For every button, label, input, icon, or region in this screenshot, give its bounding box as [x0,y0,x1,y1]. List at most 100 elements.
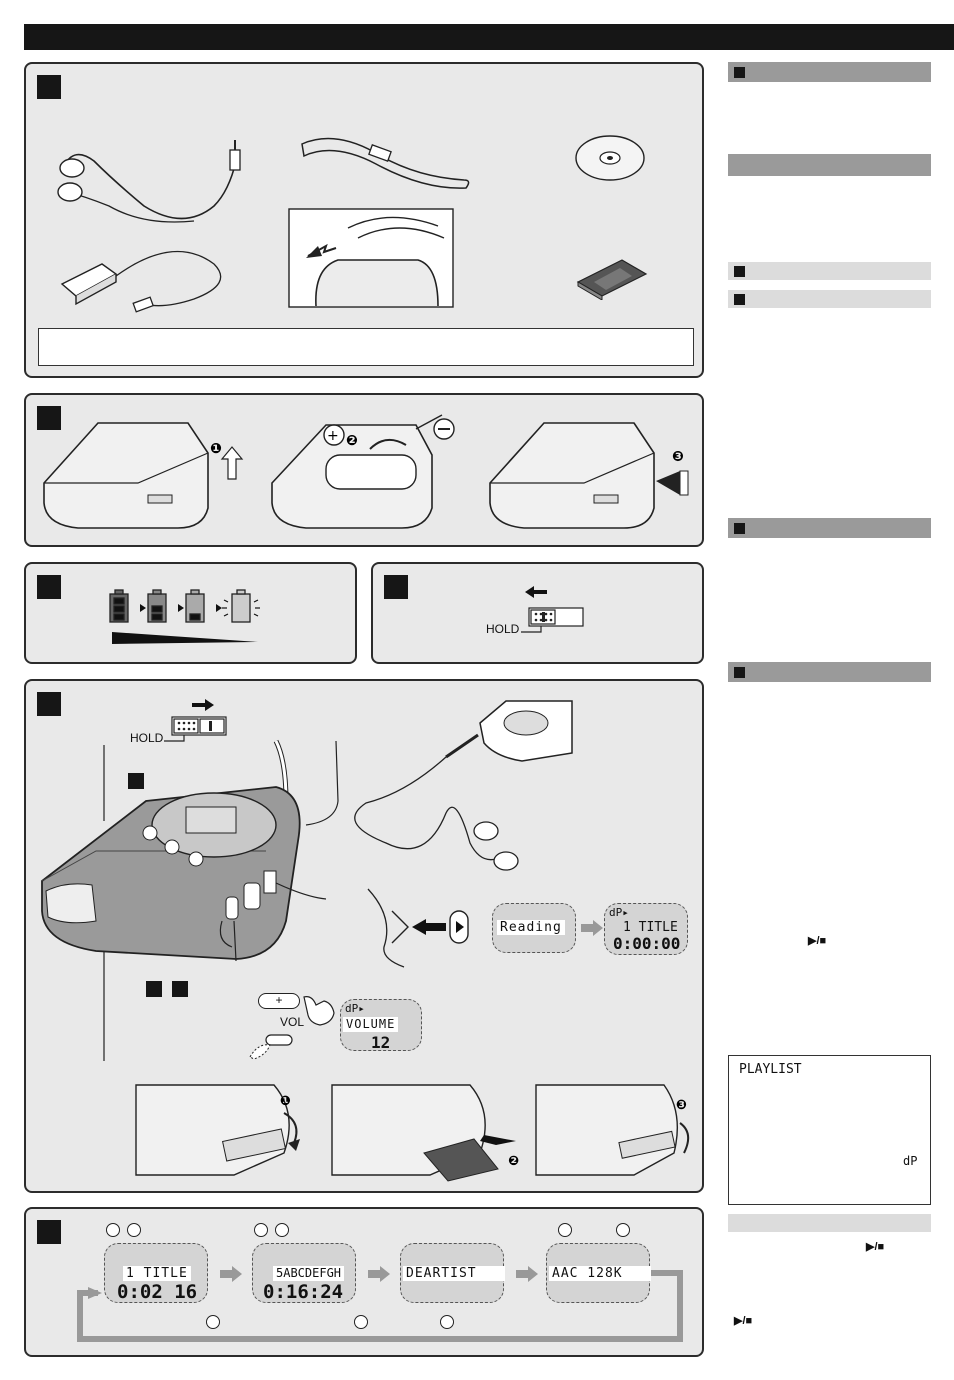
player-closed-illustration: ❶ [43,422,244,529]
callout-marker [146,981,162,997]
hold-switch[interactable] [162,713,228,743]
playlist-icon: dP [903,1154,918,1168]
lcd-sequence-3: DEARTIST [400,1243,505,1303]
lcd-seq-4-line: AAC 128K [549,1266,651,1281]
svg-text:+: + [327,428,339,444]
play-button-illustration [367,888,469,968]
step-1-marker: ❶ [280,1094,291,1109]
lcd-seq-1-line: 1 TITLE [123,1266,191,1281]
vol-plus-label: + [275,993,283,1007]
sidebar-heading-marker [734,266,745,277]
player-battery-illustration: + ❷ [271,414,455,529]
lcd-seq-2-time: 0:16:24 [263,1281,344,1303]
section-marker [37,406,61,430]
callout-circle [440,1315,454,1329]
sidebar-heading-bar [728,262,931,280]
step-2-marker: ❷ [508,1154,519,1169]
panel-accessories [24,62,704,378]
panel-display-sequence: 1 TITLE 0:02 16 5ABCDEFGH 0:16:24 DEARTI… [24,1207,704,1357]
vol-plus-button[interactable]: + [258,993,300,1009]
lcd-volume-label: VOLUME [343,1017,399,1032]
arrow-right-icon [368,1266,390,1282]
panel-playback: HOLD [24,679,704,1193]
lcd-title: dP▸ 1 TITLE 0:00:00 [604,903,688,955]
callout-circle [206,1315,220,1329]
note-box [38,328,694,366]
playlist-label: PLAYLIST [739,1062,802,1077]
hold-label: HOLD [486,622,520,636]
arrow-left-icon [525,586,547,598]
sidebar-heading-bar [728,154,931,176]
lcd-volume: dP▸ VOLUME 12 [340,999,422,1052]
step-3-marker: ❸ [676,1098,687,1113]
lcd-sequence-2: 5ABCDEFGH 0:16:24 [252,1243,356,1303]
section-marker [384,575,408,599]
sidebar-heading-marker [734,667,745,678]
playlist-display: PLAYLIST dP [728,1055,931,1205]
sidebar-heading-marker [734,523,745,534]
battery-level-icon [109,589,260,644]
callout-marker [172,981,188,997]
lcd-seq-3-line: DEARTIST [403,1266,505,1281]
earphone-connection-illustration [354,700,573,871]
sidebar-heading-bar [728,662,931,682]
hand-strap-illustration [301,137,470,189]
sd-insert-illustration: ❷ [331,1084,519,1182]
sidebar-heading-marker [734,294,745,305]
callout-circle [275,1223,289,1237]
vol-minus-button[interactable] [248,1033,296,1061]
vol-label: VOL [280,1015,305,1029]
callout-circle [127,1223,141,1237]
lcd-volume-icon: dP▸ [345,1002,365,1015]
lcd-reading: Reading [492,903,576,953]
section-marker [37,1220,61,1244]
arrow-right-icon [581,920,603,936]
loop-arrow [77,1270,683,1342]
callout-circle [254,1223,268,1237]
panel-hold: HOLD [371,562,704,664]
callout-circle [558,1223,572,1237]
lcd-seq-2-line: 5ABCDEFGH [273,1266,345,1281]
arrow-right-icon [220,1266,242,1282]
panel-battery-indicator [24,562,357,664]
step-3-marker: ❸ [672,449,684,465]
hold-label: HOLD [130,731,164,745]
usb-reader-illustration [60,250,222,313]
strap-attach-illustration [288,208,454,308]
callout-circle [106,1223,120,1237]
sidebar-heading-bar [728,62,931,82]
sidebar-heading-marker [734,67,745,78]
player-closing-illustration: ❸ [489,422,689,529]
section-marker [37,692,61,716]
lcd-title-time: 0:00:00 [613,934,681,953]
lcd-volume-value: 12 [371,1033,391,1052]
sd-close-illustration: ❸ [535,1084,690,1176]
step-1-marker: ❶ [210,441,222,457]
lcd-title-line: 1 TITLE [623,920,678,935]
sidebar-heading-bar [728,290,931,308]
lcd-sequence-1: 1 TITLE 0:02 16 [104,1243,208,1303]
sd-open-illustration: ❶ [135,1084,300,1176]
callout-circle [616,1223,630,1237]
arrow-right-icon [192,699,214,711]
play-stop-symbol: ▶/■ [734,1315,753,1327]
play-stop-symbol: ▶/■ [866,1241,885,1253]
section-marker [37,75,61,99]
cd-rom-illustration [575,135,645,181]
lcd-reading-text: Reading [497,920,565,935]
lcd-title-icon: dP▸ [609,906,629,919]
sidebar-heading-bar [728,1214,931,1232]
lcd-seq-1-time: 0:02 16 [117,1281,198,1303]
sidebar-heading-bar [728,518,931,538]
arrow-right-icon [516,1266,538,1282]
callout-circle [354,1315,368,1329]
sd-card-illustration [576,259,648,300]
step-2-marker: ❷ [346,433,358,449]
section-marker [37,575,61,599]
lcd-sequence-4: AAC 128K [546,1243,651,1303]
top-header-bar [24,24,954,50]
panel-battery-install: ❶ + ❷ ❸ [24,393,704,547]
player-main-illustration [41,739,339,1061]
play-stop-symbol: ▶/■ [808,935,827,947]
hold-switch[interactable] [519,604,585,634]
